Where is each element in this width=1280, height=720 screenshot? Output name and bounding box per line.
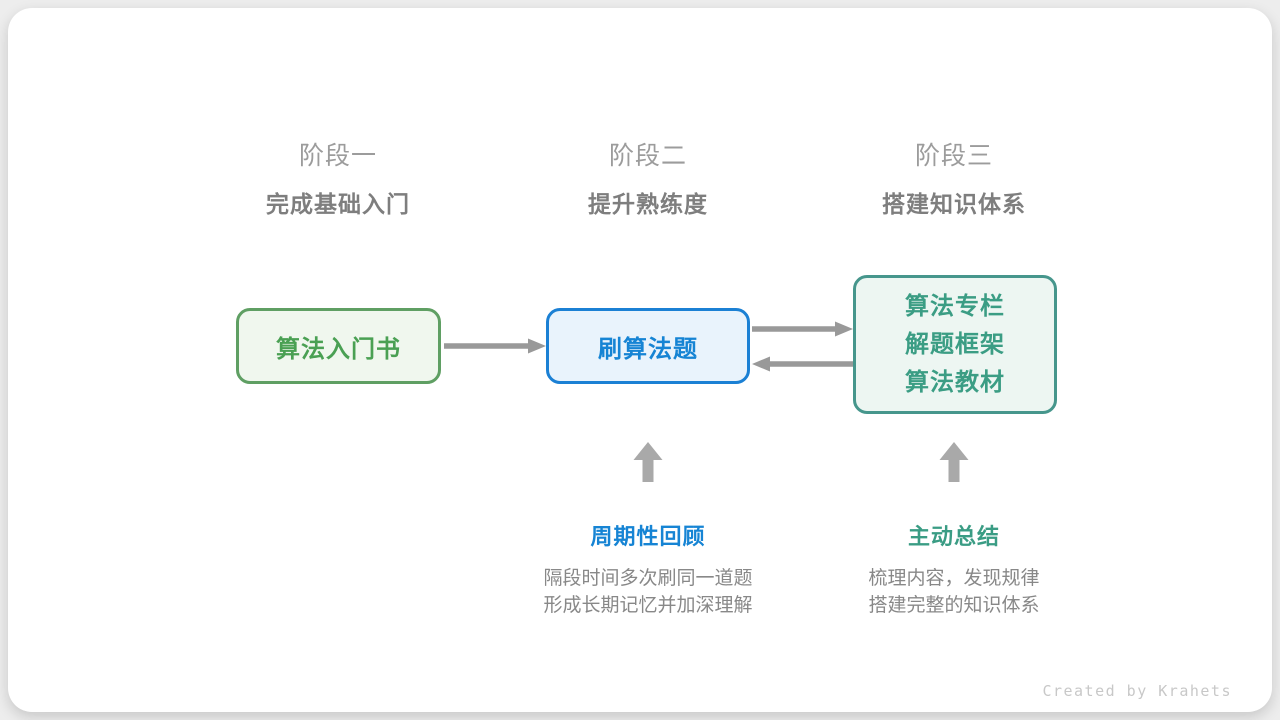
arrow-up-active-summary-icon (939, 442, 969, 482)
box-knowledge-resources-line1: 算法专栏 (905, 292, 1005, 320)
box-algorithm-intro-book-label: 算法入门书 (276, 335, 401, 363)
stage1-subtitle: 完成基础入门 (266, 191, 410, 217)
box-knowledge-resources: 算法专栏 解题框架 算法教材 (853, 275, 1057, 414)
annotation-active-summary-title: 主动总结 (907, 524, 1000, 549)
stage2-subtitle: 提升熟练度 (588, 191, 708, 217)
box-algorithm-intro-book: 算法入门书 (236, 308, 441, 384)
annotation-active-summary-desc: 梳理内容，发现规律 搭建完整的知识体系 (804, 565, 1104, 619)
box-practice-problems: 刷算法题 (546, 308, 750, 384)
diagram-card: 阶段一 完成基础入门 阶段二 提升熟练度 阶段三 搭建知识体系 算法入门书 刷算… (8, 8, 1272, 712)
footer-credit: Created by Krahets (1042, 682, 1232, 700)
stage1-label: 阶段一 (298, 142, 377, 170)
stage3-subtitle: 搭建知识体系 (882, 191, 1026, 217)
arrow-up-periodic-review-icon (633, 442, 663, 482)
box-knowledge-resources-line3: 算法教材 (905, 368, 1005, 396)
annotation-periodic-review-desc-line2: 形成长期记忆并加深理解 (543, 595, 753, 616)
arrow-right-box1-box2-icon (444, 338, 546, 354)
box-practice-problems-label: 刷算法题 (598, 335, 698, 363)
annotation-periodic-review-title: 周期性回顾 (590, 524, 706, 549)
annotation-active-summary-desc-line1: 梳理内容，发现规律 (868, 568, 1040, 589)
box-knowledge-resources-line2: 解题框架 (905, 330, 1005, 358)
stage3-label: 阶段三 (914, 142, 993, 170)
stage2-label: 阶段二 (608, 142, 687, 170)
annotation-periodic-review-desc: 隔段时间多次刷同一道题 形成长期记忆并加深理解 (498, 565, 798, 619)
arrow-right-box2-box3-icon (752, 321, 853, 337)
annotation-active-summary-desc-line2: 搭建完整的知识体系 (868, 595, 1040, 616)
annotation-periodic-review-desc-line1: 隔段时间多次刷同一道题 (543, 568, 753, 589)
arrow-left-box3-box2-icon (752, 356, 853, 372)
